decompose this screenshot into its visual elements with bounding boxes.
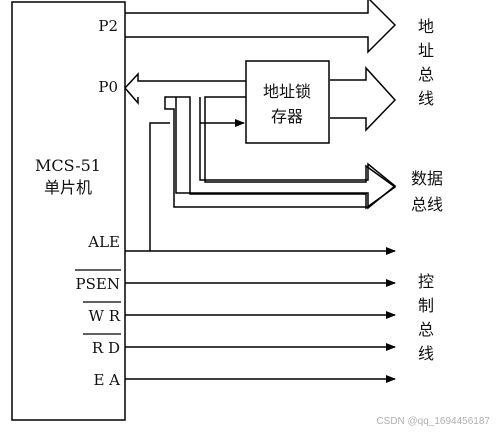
latch-output-arrow xyxy=(330,66,397,132)
mcs51-chip-box xyxy=(11,1,126,421)
chip-subtitle: 单片机 xyxy=(44,178,92,197)
latch-label-line2: 存器 xyxy=(271,107,303,126)
p0-port-label: P0 xyxy=(98,78,118,96)
chip-name: MCS-51 xyxy=(35,156,101,175)
ale-pin-label: ALE xyxy=(87,233,120,251)
address-latch-box xyxy=(245,60,330,144)
control-bus-label-char: 线 xyxy=(418,344,434,363)
address-bus-label-char: 总 xyxy=(418,65,434,84)
p2-address-bus-arrow xyxy=(125,0,397,54)
control-bus-label-char: 制 xyxy=(418,296,434,315)
latch-label-line1: 地址锁 xyxy=(263,82,311,101)
ea-pin-label: E A xyxy=(93,371,120,389)
address-bus-label-char: 址 xyxy=(418,41,434,60)
rd-pin-label: R D xyxy=(92,339,120,357)
control-bus-label-char: 总 xyxy=(418,320,434,339)
address-bus-label-char: 线 xyxy=(418,89,434,108)
address-bus-label-char: 地 xyxy=(418,17,434,36)
p2-port-label: P2 xyxy=(98,17,118,35)
ale-to-latch-line xyxy=(149,122,170,251)
p0-bidirectional-bus-arrow xyxy=(124,72,397,210)
wr-pin-label: W R xyxy=(89,307,121,325)
watermark: CSDN @qq_1694456187 xyxy=(376,416,490,427)
data-bus-arrow xyxy=(175,97,397,210)
psen-pin-label: PSEN xyxy=(76,275,120,293)
data-bus-label-line: 总线 xyxy=(411,195,443,214)
data-bus-label-line: 数据 xyxy=(411,169,443,188)
control-bus-label-char: 控 xyxy=(418,272,434,291)
